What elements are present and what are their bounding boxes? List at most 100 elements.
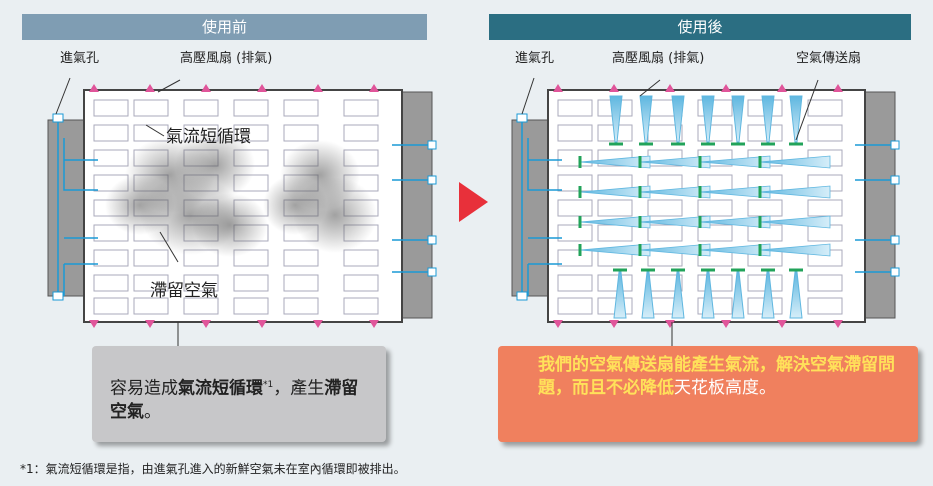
label-exhaust-fan: 高壓風扇 (排氣) bbox=[612, 50, 704, 66]
exhaust-fan-icon bbox=[145, 320, 155, 328]
leader-line bbox=[639, 79, 661, 97]
air-transfer-jet bbox=[789, 271, 803, 319]
parking-space bbox=[557, 99, 593, 117]
leader-line bbox=[145, 124, 165, 137]
parking-space bbox=[183, 274, 219, 292]
parking-space bbox=[133, 249, 169, 267]
parking-space bbox=[697, 199, 733, 217]
parking-space bbox=[233, 99, 269, 117]
parking-space bbox=[93, 274, 129, 292]
parking-space bbox=[133, 274, 169, 292]
parking-space bbox=[93, 249, 129, 267]
exhaust-fan-icon bbox=[553, 320, 563, 328]
before-building: 進氣孔 高壓風扇 (排氣) 氣流短循環 滯留空氣 bbox=[47, 50, 437, 346]
inlet-vent bbox=[516, 291, 528, 301]
exhaust-fan-icon bbox=[609, 84, 619, 92]
footnote-ref: *1 bbox=[263, 380, 274, 390]
air-transfer-jet bbox=[761, 271, 775, 319]
parking-space bbox=[557, 297, 593, 315]
inlet-arrows-right bbox=[392, 144, 432, 273]
parking-space bbox=[697, 224, 733, 242]
parking-space bbox=[233, 124, 269, 142]
exhaust-fans bbox=[89, 84, 379, 328]
air-transfer-jet bbox=[641, 271, 655, 319]
label-exhaust-fan: 高壓風扇 (排氣) bbox=[180, 50, 272, 66]
exhaust-fan-icon bbox=[777, 84, 787, 92]
parking-space bbox=[697, 99, 733, 117]
label-air-transfer-fan: 空氣傳送扇 bbox=[796, 50, 861, 66]
parking-space bbox=[557, 274, 593, 292]
leader-line bbox=[157, 79, 181, 93]
parking-space bbox=[807, 124, 843, 142]
air-transfer-jet bbox=[639, 95, 653, 143]
label-short-circuit: 氣流短循環 bbox=[166, 127, 251, 147]
air-transfer-jet bbox=[701, 95, 715, 143]
after-callout: 我們的空氣傳送扇能產生氣流，解決空氣滯留問題，而且不必降低天花板高度。 bbox=[498, 346, 918, 442]
parking-space bbox=[133, 297, 169, 315]
inlet-arrows-left bbox=[521, 120, 562, 296]
exhaust-fans bbox=[553, 84, 843, 328]
inlet-vent bbox=[516, 113, 528, 123]
air-transfer-jet bbox=[671, 95, 685, 143]
parking-space bbox=[93, 297, 129, 315]
parking-space bbox=[343, 274, 379, 292]
exhaust-fan-icon bbox=[665, 320, 675, 328]
after-panel-title: 使用後 bbox=[489, 14, 911, 40]
exhaust-fan-icon bbox=[201, 84, 211, 92]
callout-text: 。 bbox=[144, 401, 161, 422]
exhaust-fan-icon bbox=[833, 320, 843, 328]
parking-space bbox=[343, 297, 379, 315]
air-transfer-jet bbox=[671, 271, 685, 319]
inlet-vent bbox=[52, 291, 64, 301]
callout-highlight: 氣流短循環 bbox=[178, 378, 263, 399]
label-inlet: 進氣孔 bbox=[60, 51, 99, 66]
parking-space bbox=[557, 249, 593, 267]
parking-space bbox=[557, 124, 593, 142]
parking-space bbox=[807, 297, 843, 315]
callout-highlight: 我們的空氣傳送扇能產生氣流，解決空氣滯留問題，而且不必降低 bbox=[538, 355, 895, 398]
air-transfer-jet bbox=[759, 243, 831, 257]
parking-space bbox=[93, 124, 129, 142]
parking-space bbox=[93, 99, 129, 117]
parking-space bbox=[557, 224, 593, 242]
parking-space bbox=[283, 124, 319, 142]
exhaust-fan-icon bbox=[201, 320, 211, 328]
parking-space bbox=[807, 274, 843, 292]
parking-space bbox=[697, 297, 733, 315]
parking-space bbox=[557, 174, 593, 192]
air-transfer-jet bbox=[731, 95, 745, 143]
parking-space bbox=[557, 199, 593, 217]
transition-arrow-icon bbox=[459, 182, 488, 222]
exhaust-fan-icon bbox=[777, 320, 787, 328]
exhaust-fan-icon bbox=[369, 84, 379, 92]
inlet-arrows-right bbox=[855, 144, 895, 273]
air-transfer-jet bbox=[789, 95, 803, 143]
parking-space bbox=[343, 124, 379, 142]
inlet-arrows-left bbox=[57, 120, 98, 296]
parking-space bbox=[697, 274, 733, 292]
callout-highlight: 滯留空氣 bbox=[110, 378, 359, 422]
air-transfer-jet bbox=[761, 95, 775, 143]
exhaust-fan-icon bbox=[313, 84, 323, 92]
parking-space bbox=[93, 149, 129, 167]
exhaust-fan-icon bbox=[553, 84, 563, 92]
parking-space bbox=[233, 274, 269, 292]
leader-line bbox=[521, 77, 535, 115]
parking-space bbox=[233, 297, 269, 315]
parking-space bbox=[557, 149, 593, 167]
parking-space bbox=[283, 274, 319, 292]
parking-space bbox=[283, 99, 319, 117]
exhaust-fan-icon bbox=[257, 84, 267, 92]
parking-space bbox=[343, 99, 379, 117]
parking-space bbox=[283, 297, 319, 315]
parking-space bbox=[647, 224, 683, 242]
parking-space bbox=[597, 274, 633, 292]
air-transfer-jets bbox=[578, 95, 831, 319]
exhaust-fan-icon bbox=[145, 84, 155, 92]
exhaust-fan-icon bbox=[369, 320, 379, 328]
inlet-vents-right bbox=[427, 140, 437, 277]
air-transfer-jet bbox=[759, 155, 831, 169]
exhaust-fan-icon bbox=[257, 320, 267, 328]
air-transfer-jet bbox=[609, 95, 623, 143]
